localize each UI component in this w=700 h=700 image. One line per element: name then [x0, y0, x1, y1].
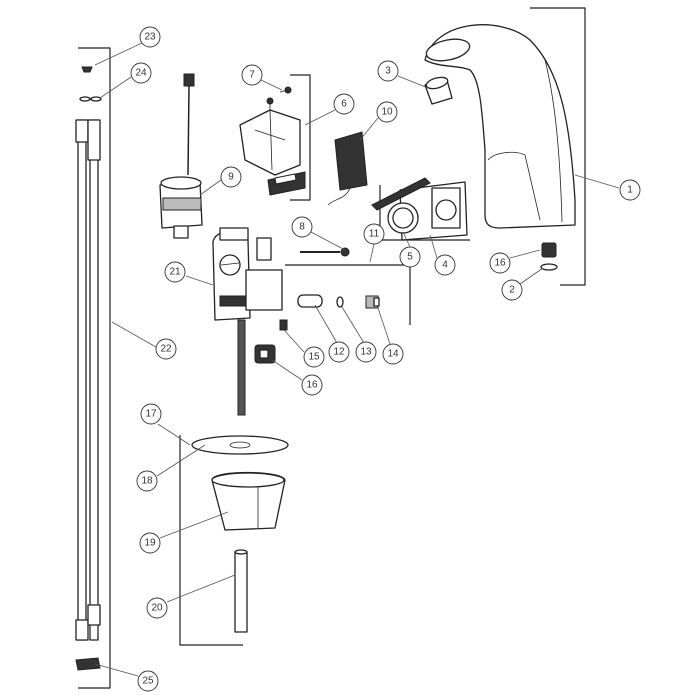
part-screws	[266, 86, 292, 110]
svg-text:21: 21	[169, 267, 181, 278]
callout-25: 25	[137, 670, 159, 692]
svg-text:16: 16	[494, 258, 506, 269]
callout-15: 15	[303, 346, 325, 368]
svg-text:2: 2	[509, 285, 515, 296]
part-spout	[424, 24, 576, 229]
part-filter	[365, 295, 380, 309]
callout-14: 14	[382, 343, 404, 365]
svg-text:19: 19	[144, 538, 156, 549]
callout-22: 22	[155, 338, 177, 360]
callout-6: 6	[333, 93, 355, 115]
part-check-valve	[297, 294, 323, 308]
svg-text:6: 6	[341, 99, 347, 110]
svg-text:12: 12	[333, 347, 345, 358]
part-o-ring	[336, 296, 344, 308]
svg-text:7: 7	[249, 70, 255, 81]
part-sensor-plate	[371, 177, 468, 241]
part-mounting-bracket	[211, 471, 286, 531]
svg-text:15: 15	[308, 352, 320, 363]
callout-4: 4	[434, 254, 456, 276]
bracket-spout-assembly	[530, 7, 586, 286]
callout-16-upper: 16	[489, 252, 511, 274]
part-insert-lower	[254, 344, 276, 364]
callout-9: 9	[220, 166, 242, 188]
part-supply-hoses	[75, 119, 101, 641]
bracket-supply-hoses	[78, 47, 111, 689]
callout-7: 7	[241, 64, 263, 86]
callout-13: 13	[355, 341, 377, 363]
part-hose-clip	[75, 657, 101, 671]
svg-text:16: 16	[306, 380, 318, 391]
bracket-mounting	[179, 435, 243, 646]
svg-text:11: 11	[369, 229, 380, 240]
part-pin	[300, 247, 350, 257]
callout-24: 24	[130, 62, 152, 84]
svg-text:8: 8	[299, 222, 305, 233]
part-module-bracket	[239, 109, 306, 196]
part-set-screw	[279, 319, 288, 331]
svg-text:10: 10	[381, 107, 393, 118]
svg-text:9: 9	[228, 172, 234, 183]
bracket-module	[290, 74, 311, 201]
svg-text:22: 22	[160, 344, 172, 355]
svg-text:25: 25	[142, 676, 154, 687]
callout-20: 20	[146, 597, 168, 619]
callout-23: 23	[139, 26, 161, 48]
svg-text:5: 5	[407, 252, 413, 263]
svg-text:17: 17	[145, 409, 157, 420]
part-solenoid	[159, 73, 203, 239]
svg-text:3: 3	[385, 66, 391, 77]
callout-2: 2	[501, 279, 523, 301]
part-battery	[327, 131, 368, 206]
svg-text:4: 4	[442, 260, 448, 271]
part-aerator	[424, 76, 453, 105]
callout-18: 18	[136, 470, 158, 492]
callout-10: 10	[376, 101, 398, 123]
svg-text:13: 13	[360, 347, 372, 358]
svg-text:18: 18	[141, 476, 153, 487]
callout-1: 1	[619, 179, 641, 201]
svg-text:20: 20	[151, 603, 163, 614]
part-screw-washer	[79, 66, 102, 102]
callout-11: 11	[363, 223, 385, 245]
svg-text:14: 14	[387, 349, 399, 360]
callout-17: 17	[140, 403, 162, 425]
logo-chicago-faucets	[219, 295, 247, 307]
callout-12: 12	[328, 341, 350, 363]
callout-8: 8	[291, 216, 313, 238]
callout-5: 5	[399, 246, 421, 268]
part-insert-right	[540, 242, 558, 271]
svg-text:23: 23	[144, 32, 156, 43]
callout-16-lower: 16	[301, 374, 323, 396]
part-valve-body	[212, 227, 283, 416]
svg-text:24: 24	[135, 68, 147, 79]
callout-19: 19	[139, 532, 161, 554]
callout-21: 21	[164, 261, 186, 283]
svg-text:1: 1	[627, 185, 633, 196]
callout-3: 3	[377, 60, 399, 82]
part-deck-plate	[191, 435, 289, 455]
part-shank	[234, 549, 248, 633]
leader-lines	[94, 42, 620, 677]
